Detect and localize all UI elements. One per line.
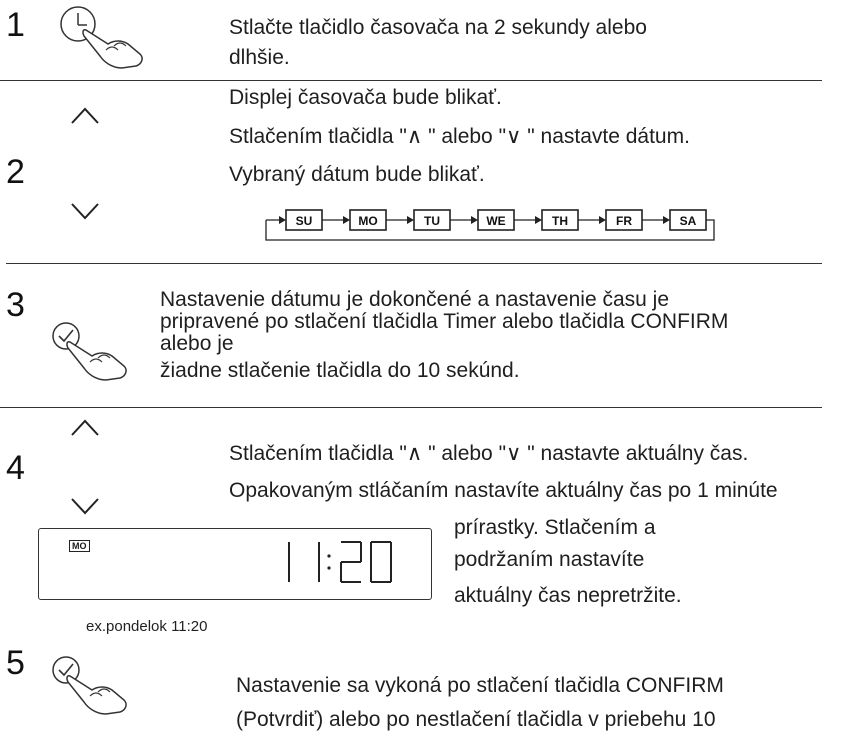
day-label-fr: FR [616, 214, 632, 228]
arrow-down-icon [70, 495, 100, 517]
lcd-time-digits [267, 538, 407, 595]
lcd-day-badge: MO [69, 540, 90, 552]
cycle-arrowhead [599, 216, 606, 224]
divider-1 [0, 80, 822, 81]
step-3-line-1: Nastavenie dátumu je dokončené a nastave… [160, 288, 670, 311]
timer-hand-icon [56, 4, 156, 70]
day-label-mo: MO [358, 214, 377, 228]
step-5-line-2: (Potvrdiť) alebo po nestlačení tlačidla … [236, 708, 716, 731]
confirm-hand-icon [48, 652, 140, 718]
step-4-line-2: Opakovaným stláčaním nastavíte aktuálny … [229, 479, 778, 502]
cycle-arrowhead [535, 216, 542, 224]
lcd-display: MO [38, 528, 432, 600]
cycle-arrowhead [279, 216, 286, 224]
step-3-line-4: žiadne stlačenie tlačidla do 10 sekúnd. [160, 359, 520, 382]
day-cycle-diagram: SU MO TU WE TH FR SA [262, 202, 722, 246]
step-1-line-1: Stlačte tlačidlo časovača na 2 sekundy a… [229, 16, 647, 39]
step-2-line-3: Vybraný dátum bude blikať. [229, 163, 485, 186]
display-example-caption: ex.pondelok 11:20 [86, 618, 208, 635]
cycle-arrowhead [407, 216, 414, 224]
day-label-th: TH [552, 214, 568, 228]
confirm-hand-icon [48, 318, 140, 384]
step-4-line-5: aktuálny čas nepretržite. [454, 584, 682, 607]
step-4-line-3: prírastky. Stlačením a [454, 516, 656, 539]
step-4-line-1: Stlačením tlačidla "∧ " alebo "∨ " nasta… [229, 442, 749, 465]
divider-3 [0, 407, 822, 408]
step-number-3: 3 [6, 286, 25, 324]
arrow-down-icon [70, 200, 100, 222]
step-number-4: 4 [6, 449, 25, 487]
day-label-su: SU [296, 214, 313, 228]
step-number-2: 2 [6, 153, 25, 191]
step-3-line-2: pripravené po stlačení tlačidla Timer al… [160, 310, 729, 333]
step-5-line-1: Nastavenie sa vykoná po stlačení tlačidl… [236, 674, 724, 697]
day-label-sa: SA [680, 214, 697, 228]
cycle-arrowhead [343, 216, 350, 224]
divider-2 [6, 263, 822, 264]
cycle-arrowhead [471, 216, 478, 224]
step-1-line-2: dlhšie. [229, 46, 290, 69]
cycle-arrowhead [663, 216, 670, 224]
day-label-we: WE [486, 214, 505, 228]
step-2-line-1: Displej časovača bude blikať. [229, 86, 502, 109]
step-4-line-4: podržaním nastavíte [454, 548, 645, 571]
arrow-up-icon [70, 104, 100, 126]
day-label-tu: TU [424, 214, 440, 228]
step-number-5: 5 [6, 644, 25, 682]
step-2-line-2: Stlačením tlačidla "∧ " alebo "∨ " nasta… [229, 125, 690, 148]
step-number-1: 1 [6, 6, 25, 44]
arrow-up-icon [70, 416, 100, 438]
day-box-sa [669, 209, 707, 231]
step-3-line-3: alebo je [160, 332, 234, 355]
